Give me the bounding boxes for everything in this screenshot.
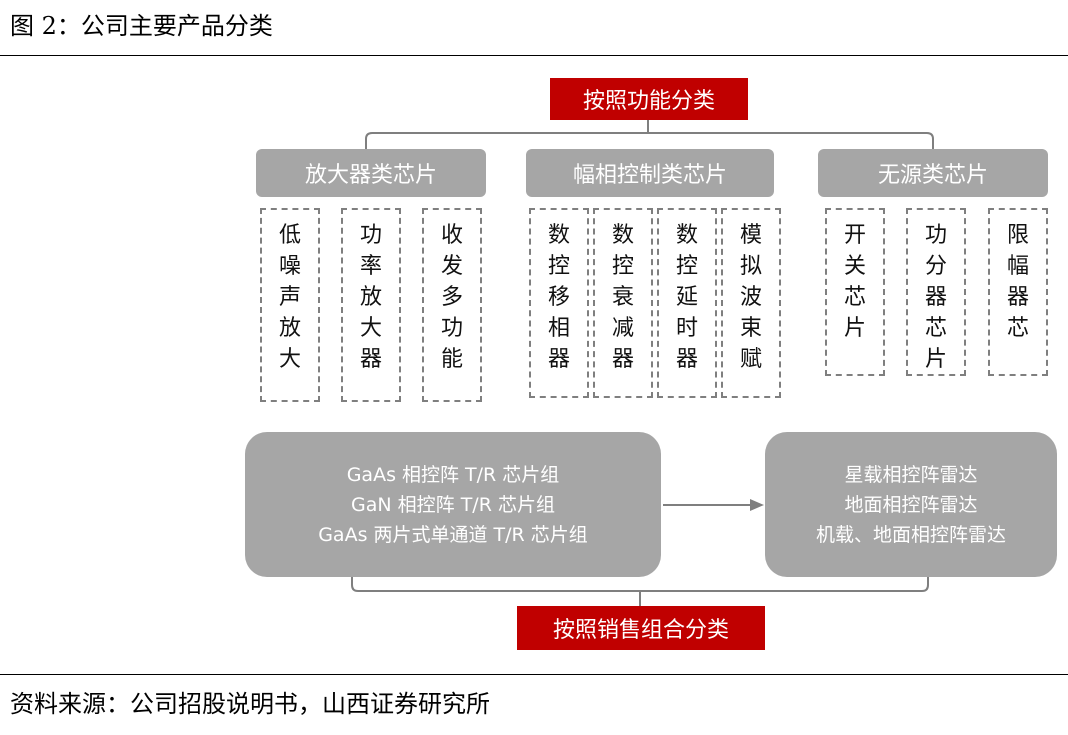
- radar-box: 星载相控阵雷达 地面相控阵雷达 机载、地面相控阵雷达: [765, 432, 1057, 577]
- radar-line: 地面相控阵雷达: [844, 493, 978, 516]
- chipset-line: GaAs 两片式单通道 T/R 芯片组: [318, 523, 588, 546]
- function-classification-label: 按照功能分类: [550, 78, 748, 120]
- chip-label: 功率放大器: [359, 223, 382, 372]
- category-passive: 无源类芯片: [818, 149, 1048, 197]
- chip-analog-beamforming: 模拟波束赋: [721, 208, 781, 398]
- chip-label: 模拟波束赋: [739, 223, 762, 372]
- chip-label: 数控延时器: [675, 223, 698, 372]
- category-amplitude-phase: 幅相控制类芯片: [526, 149, 774, 197]
- chip-transceiver-multifunction: 收发多功能: [422, 208, 482, 402]
- chip-low-noise-amplifier: 低噪声放大: [260, 208, 320, 402]
- sales-classification-label: 按照销售组合分类: [517, 606, 765, 650]
- chipset-line: GaAs 相控阵 T/R 芯片组: [346, 463, 560, 486]
- figure-title: 图 2：公司主要产品分类: [10, 12, 273, 40]
- chip-limiter: 限幅器芯: [988, 208, 1048, 376]
- source-note: 资料来源：公司招股说明书，山西证券研究所: [10, 690, 490, 718]
- chip-label: 低噪声放大: [278, 223, 301, 372]
- chip-digital-attenuator: 数控衰减器: [593, 208, 653, 398]
- chip-label: 限幅器芯: [1006, 223, 1029, 341]
- chip-power-divider: 功分器芯片: [906, 208, 966, 376]
- top-rule: [0, 55, 1068, 56]
- connector-sales-bracket: [351, 577, 929, 592]
- chip-digital-delay: 数控延时器: [657, 208, 717, 398]
- chip-label: 收发多功能: [440, 223, 463, 372]
- radar-line: 机载、地面相控阵雷达: [815, 523, 1006, 546]
- chip-label: 开关芯片: [843, 223, 866, 341]
- chip-label: 数控衰减器: [611, 223, 634, 372]
- chipset-box: GaAs 相控阵 T/R 芯片组 GaN 相控阵 T/R 芯片组 GaAs 两片…: [245, 432, 661, 577]
- category-amplifier: 放大器类芯片: [256, 149, 486, 197]
- connector-function-bracket: [365, 132, 934, 149]
- bottom-rule: [0, 674, 1068, 675]
- radar-line: 星载相控阵雷达: [844, 463, 978, 486]
- chip-digital-phase-shifter: 数控移相器: [529, 208, 589, 398]
- chip-label: 功分器芯片: [924, 223, 947, 372]
- arrow-head-icon: [750, 499, 764, 511]
- chip-label: 数控移相器: [547, 223, 570, 372]
- chip-switch: 开关芯片: [825, 208, 885, 376]
- chipset-line: GaN 相控阵 T/R 芯片组: [351, 493, 555, 516]
- chip-power-amplifier: 功率放大器: [341, 208, 401, 402]
